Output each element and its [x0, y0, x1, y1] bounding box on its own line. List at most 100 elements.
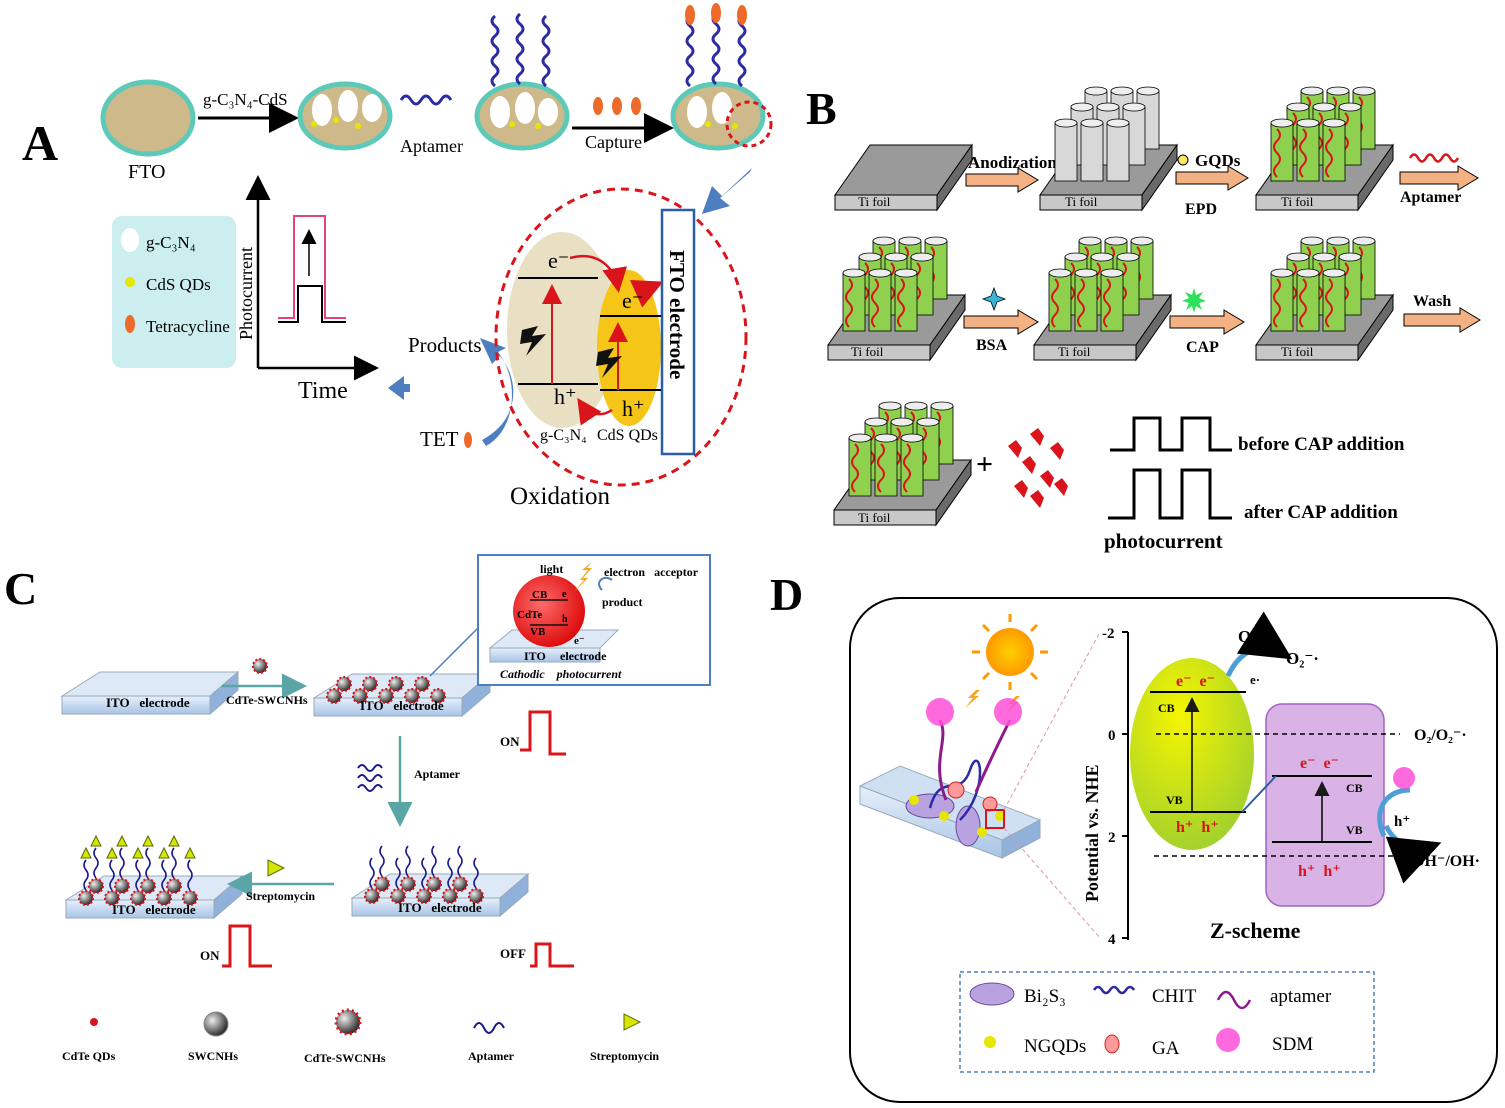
- h-pair-2: h⁺ h⁺: [1298, 863, 1341, 880]
- panel-b: B Ti foil Anodization GQDs EPD Aptamer B…: [806, 83, 1481, 553]
- legend-d-3: aptamer: [1270, 986, 1332, 1007]
- ito-label-2: ITO electrode: [360, 698, 444, 713]
- legend-c-1: CdTe QDs: [62, 1049, 116, 1063]
- wash-label: Wash: [1413, 293, 1451, 310]
- aptamer-label-c: Aptamer: [414, 767, 461, 781]
- before-label: before CAP addition: [1238, 434, 1405, 455]
- inset-h: h: [562, 614, 568, 625]
- oxidation-label: Oxidation: [510, 483, 610, 510]
- products-label: Products: [408, 333, 482, 357]
- ti-foil-2: Ti foil: [1065, 194, 1098, 209]
- bsa-icon: [981, 286, 1007, 312]
- legend-c-5: Streptomycin: [590, 1049, 659, 1063]
- h-label-2: h⁺: [622, 396, 645, 421]
- legend-a-2: CdS QDs: [146, 275, 211, 294]
- ti-foil-7: Ti foil: [858, 510, 891, 525]
- panel-d-letter: D: [770, 569, 803, 620]
- inset-cb: CB: [532, 589, 548, 601]
- light-icon-a2: [596, 348, 622, 378]
- mechanism-oval: [494, 187, 748, 487]
- anodization-label: Anodization: [968, 153, 1057, 172]
- couple-2: OH⁻/OH·: [1412, 853, 1480, 870]
- chit-icon: [1092, 985, 1136, 995]
- legend-c-2: SWCNHs: [188, 1049, 238, 1063]
- arrow-b2: [1175, 165, 1249, 191]
- nanotube-block-cap: [1255, 236, 1394, 362]
- fto-electrode-label: FTO electrode: [665, 250, 689, 379]
- ngqds-icon: [984, 1036, 996, 1048]
- h-plus-label: h⁺: [1394, 814, 1410, 830]
- ito-label-4: ITO electrode: [112, 902, 196, 917]
- aptamer-label-b: Aptamer: [1400, 189, 1461, 206]
- e-pair-2: e⁻ e⁻: [1300, 755, 1339, 772]
- e-label-2: e⁻: [622, 288, 643, 313]
- fto-electrode-box: [660, 208, 696, 456]
- vb-1: VB: [1166, 793, 1183, 807]
- ito-plain: [60, 670, 240, 716]
- tetracycline-dots: [593, 97, 641, 115]
- panel-d: D: [770, 569, 1498, 1103]
- vb-2: VB: [1346, 823, 1363, 837]
- aptamer-disc: [474, 12, 570, 151]
- ito-label-3: ITO electrode: [398, 900, 482, 915]
- inset-ito-label: ITO: [524, 649, 546, 663]
- ga-icon: [1104, 1034, 1120, 1054]
- cap-molecules: [1008, 428, 1068, 508]
- arrow-b6: [1403, 307, 1481, 333]
- ito-cdte-block: [312, 672, 492, 718]
- legend-d-4: NGQDs: [1024, 1036, 1086, 1057]
- panel-c: C ITO electrode CdTe-SWCNHs ITO electrod…: [4, 554, 711, 1065]
- aptamer-icon-c: [357, 764, 383, 792]
- blue-arrow-left: [388, 376, 410, 400]
- after-label: after CAP addition: [1244, 502, 1398, 523]
- cap-label: CAP: [1186, 339, 1219, 356]
- sdm-d: [1393, 767, 1415, 789]
- ti-foil-3: Ti foil: [1281, 194, 1314, 209]
- ylabel-photocurrent-a: Photocurrent: [236, 247, 256, 340]
- nanotube-block-final: [833, 401, 972, 527]
- inset-product: product: [602, 595, 642, 609]
- legend-c-3: CdTe-SWCNHs: [304, 1051, 386, 1065]
- semi2-label: CdS QDs: [597, 427, 658, 444]
- fto-label: FTO: [128, 161, 165, 183]
- nanotube-block-bsa: [1033, 236, 1172, 362]
- tick-d-1: -2: [1102, 626, 1115, 642]
- streptomycin-icon-legend: [623, 1013, 642, 1031]
- o2-label: O₂: [1238, 627, 1256, 646]
- swcnh-icon: [203, 1011, 229, 1037]
- ti-foil-4: Ti foil: [851, 344, 884, 359]
- arrow-b3: [1399, 165, 1479, 191]
- cdte-sphere: [513, 575, 585, 647]
- fto-disc: [100, 79, 196, 157]
- aptamer-wave-a: [399, 94, 453, 106]
- ti-foil-5: Ti foil: [1058, 344, 1091, 359]
- inset-light: light: [540, 562, 563, 576]
- tet-label: TET: [420, 427, 459, 451]
- aptamer-label-a: Aptamer: [400, 136, 463, 156]
- cdte-swcnh-icon: [334, 1008, 362, 1036]
- inset-acceptor: electron acceptor: [604, 565, 699, 579]
- ti-foil-6: Ti foil: [1281, 344, 1314, 359]
- ylabel-d: Potential vs. NHE: [1082, 765, 1102, 903]
- capture-label: Capture: [585, 132, 642, 152]
- streptomycin-icon-c: [267, 859, 286, 877]
- semi1-label: g-C₃N₄: [540, 427, 587, 444]
- cds-qd-icon: [125, 277, 135, 287]
- on-label-1: ON: [500, 734, 520, 749]
- legend-a-3: Tetracycline: [146, 317, 230, 336]
- inset-e-minus: e⁻: [574, 635, 585, 647]
- pulse-off: [530, 942, 574, 968]
- cdte-qd-icon: [90, 1018, 98, 1026]
- h-arrow: [1377, 787, 1411, 838]
- arrow-b4: [963, 309, 1039, 335]
- pulse-on-2: [222, 924, 272, 968]
- legend-d-6: SDM: [1272, 1034, 1313, 1055]
- bsa-label: BSA: [976, 337, 1008, 354]
- panel-b-letter: B: [806, 83, 837, 134]
- ti-foil-plain: [834, 143, 973, 212]
- couple-1: O₂/O₂⁻·: [1414, 727, 1467, 744]
- legend-a-1: g-C₃N₄: [146, 233, 196, 252]
- cb-2: CB: [1346, 781, 1363, 795]
- sdm-icon: [1216, 1028, 1240, 1052]
- ito-label-1: ITO electrode: [106, 695, 190, 710]
